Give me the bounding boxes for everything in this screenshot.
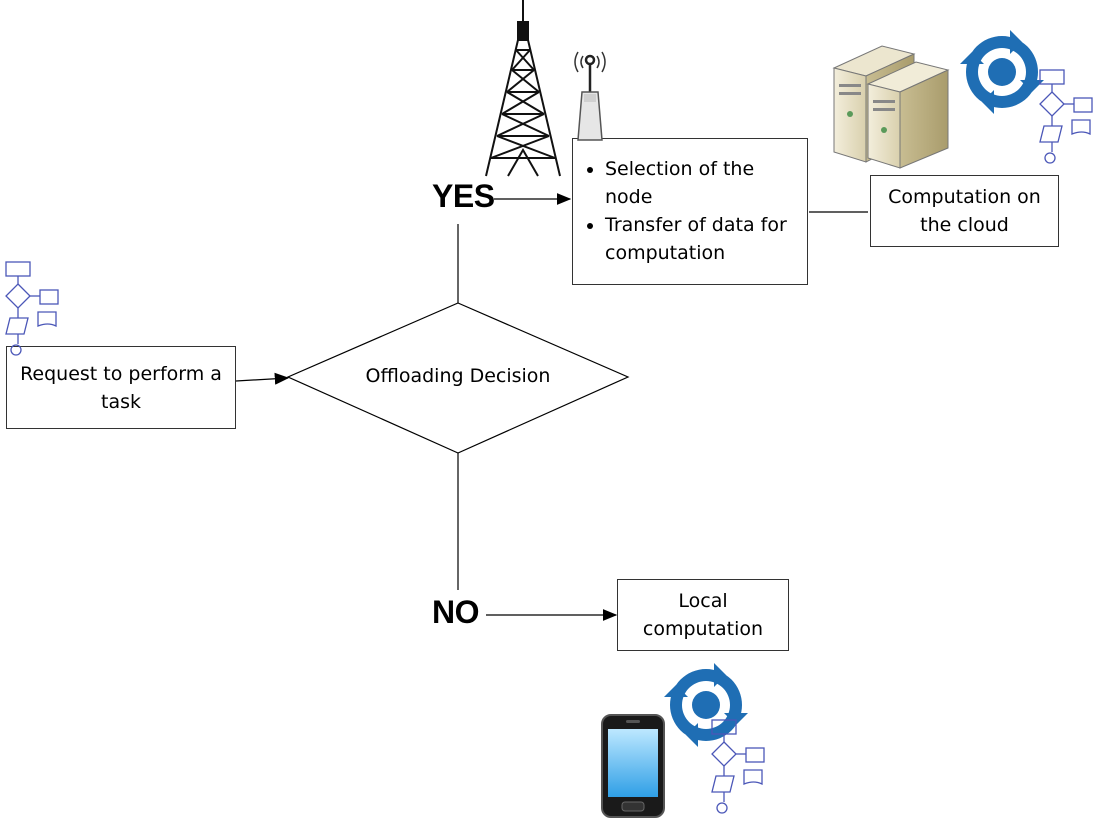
flowchart-icon (711, 719, 765, 814)
flowchart-icon (5, 261, 59, 356)
smartphone-icon (601, 714, 665, 818)
request-box: Request to perform a task (6, 346, 236, 429)
request-label: Request to perform a task (20, 362, 222, 413)
wireless-access-point-icon (574, 51, 606, 141)
no-label: NO (432, 594, 480, 630)
refresh-cycle-icon (960, 30, 1044, 114)
flowchart-icon (1039, 69, 1093, 164)
refresh-cycle-icon (664, 663, 748, 747)
local-box: Local computation (617, 579, 789, 651)
node-actions-box: Selection of the node Transfer of data f… (572, 138, 808, 285)
decision-label: Offloading Decision (365, 365, 551, 387)
node-action-item: Transfer of data for computation (605, 211, 799, 267)
cell-tower-icon (485, 0, 561, 177)
cloud-label: Computation on the cloud (888, 186, 1041, 236)
request-to-decision-arrow (235, 372, 290, 385)
yes-label: YES (432, 178, 495, 214)
node-action-item: Selection of the node (605, 155, 799, 211)
local-label: Local computation (642, 590, 764, 640)
node-actions-list: Selection of the node Transfer of data f… (573, 155, 799, 267)
cloud-box: Computation on the cloud (870, 175, 1059, 247)
server-icon (832, 45, 950, 169)
